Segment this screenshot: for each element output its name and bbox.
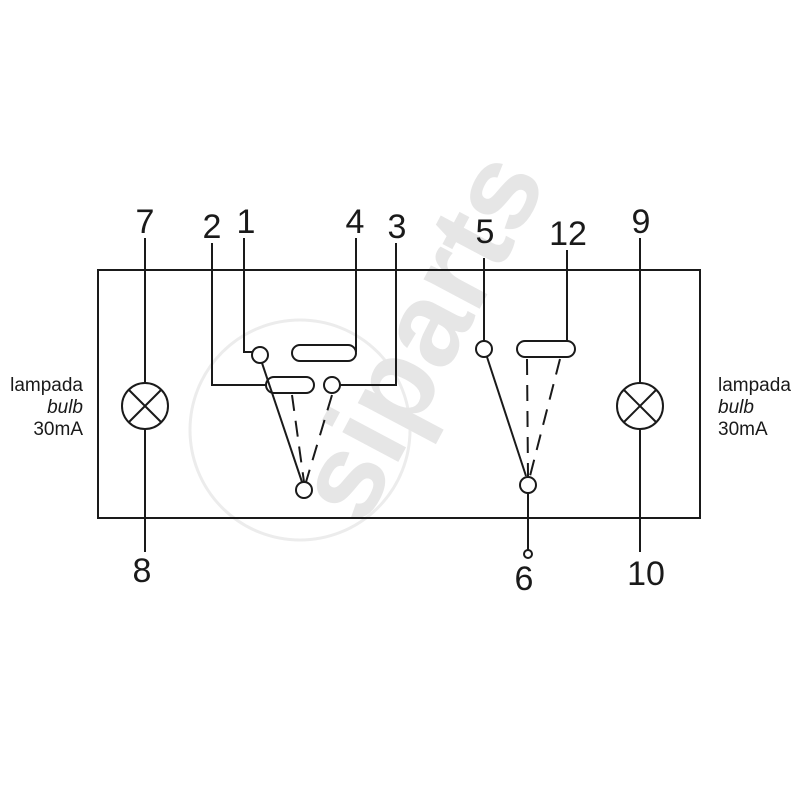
pin12-contact-bar (516, 340, 576, 358)
left-bulb-label-bulb: bulb (47, 397, 83, 418)
pin-label-10: 10 (627, 555, 665, 593)
right-switch (475, 250, 576, 559)
pin-label-7: 7 (136, 203, 155, 241)
pin-label-1: 1 (237, 203, 256, 241)
left-bulb-label-rating: 30mA (33, 419, 83, 440)
right-lever-dashed-a (526, 358, 529, 477)
pin2-contact-bar (265, 376, 315, 394)
pin6-terminal (523, 549, 533, 559)
right-bulb-label-rating: 30mA (718, 419, 768, 440)
switch-housing (97, 269, 701, 519)
left-pivot (295, 481, 313, 499)
pin-label-3: 3 (388, 208, 407, 246)
left-lever-dashed-b (305, 394, 333, 483)
pin-label-8: 8 (133, 552, 152, 590)
pin-label-9: 9 (632, 203, 651, 241)
right-lever-solid (486, 356, 527, 477)
right-pivot (519, 476, 537, 494)
pin1-contact (251, 346, 269, 364)
pin3-wire (340, 243, 397, 386)
pin-label-4: 4 (346, 203, 365, 241)
pin5-contact (475, 340, 493, 358)
pin3-contact (323, 376, 341, 394)
watermark: siparts (188, 130, 571, 542)
left-bulb-cross-b (128, 389, 162, 423)
pin2-wire (211, 243, 268, 386)
left-lever-solid (261, 362, 303, 483)
left-switch (211, 238, 397, 499)
right-bulb-label-lampada: lampada (718, 375, 791, 396)
right-bulb-cross-b (623, 389, 657, 423)
right-bulb-circuit (616, 238, 664, 552)
pin-label-6: 6 (515, 560, 534, 598)
pin1-wire (243, 238, 252, 353)
left-bulb-label-lampada: lampada (10, 375, 83, 396)
pin-label-2: 2 (203, 208, 222, 246)
left-bulb-circuit (121, 238, 169, 552)
pin-label-5: 5 (476, 213, 495, 251)
right-lever-dashed-b (529, 358, 561, 477)
left-lever-dashed-a (291, 394, 305, 483)
watermark-ring (188, 318, 412, 542)
pin4-contact-bar (291, 344, 357, 362)
right-bulb-label-bulb: bulb (718, 397, 754, 418)
pin-label-12: 12 (549, 215, 587, 253)
